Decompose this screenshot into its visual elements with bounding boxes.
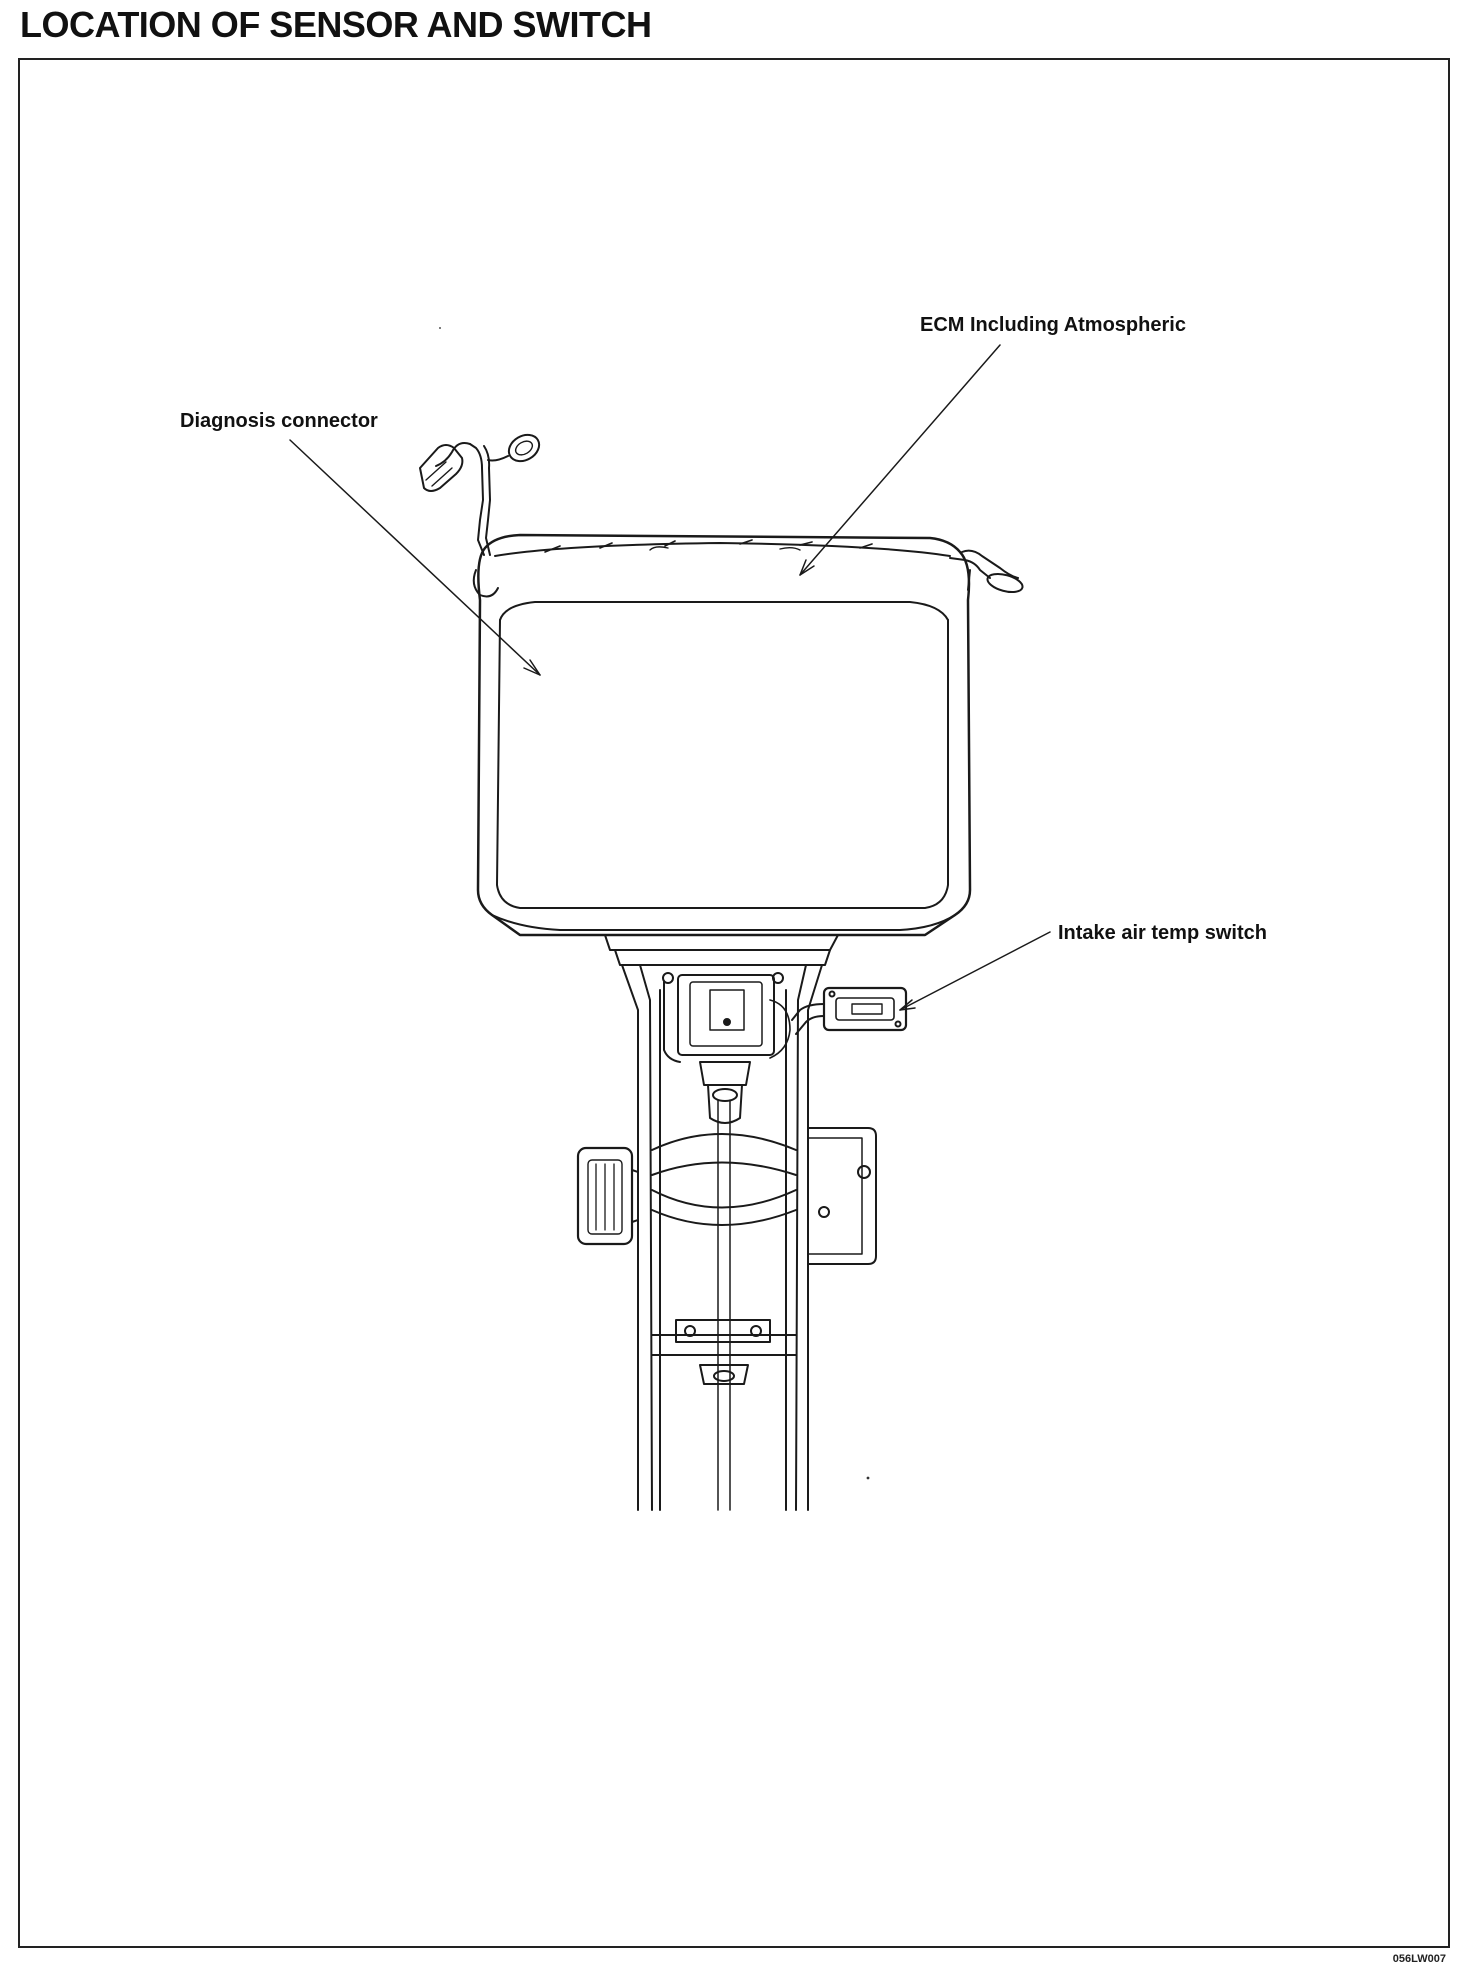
left-foot-peg <box>576 1146 639 1246</box>
intake-switch-arrowhead <box>899 999 916 1011</box>
ecm-leader <box>799 344 1001 576</box>
diagnosis-connector-arrowhead <box>523 659 541 676</box>
speck <box>866 1476 870 1480</box>
figure-code: 056LW007 <box>1392 1953 1446 1965</box>
main-frame <box>621 964 823 1511</box>
label-intake-air-temp-switch: Intake air temp switch <box>1058 922 1267 944</box>
page-title: LOCATION OF SENSOR AND SWITCH <box>20 4 652 45</box>
ecm-arrowhead <box>799 559 815 576</box>
frame-top-plate <box>604 934 839 966</box>
leader-lines <box>289 344 1051 1011</box>
diagnosis-connector-leader <box>289 439 541 676</box>
diagnosis-connector-bracket <box>419 433 541 598</box>
diagram-frame <box>18 58 1450 1948</box>
seat-cushion <box>476 533 972 937</box>
intake-air-temp-switch <box>791 986 908 1035</box>
throttle-body-assembly <box>662 972 791 1124</box>
battery-box <box>807 1127 877 1265</box>
intake-switch-leader <box>899 931 1051 1011</box>
label-diagnosis-connector: Diagnosis connector <box>180 410 378 432</box>
ecm-wiring-clip <box>949 549 1024 594</box>
speck <box>439 327 441 329</box>
label-ecm: ECM Including Atmospheric <box>920 314 1186 336</box>
lower-clamp <box>675 1319 771 1385</box>
